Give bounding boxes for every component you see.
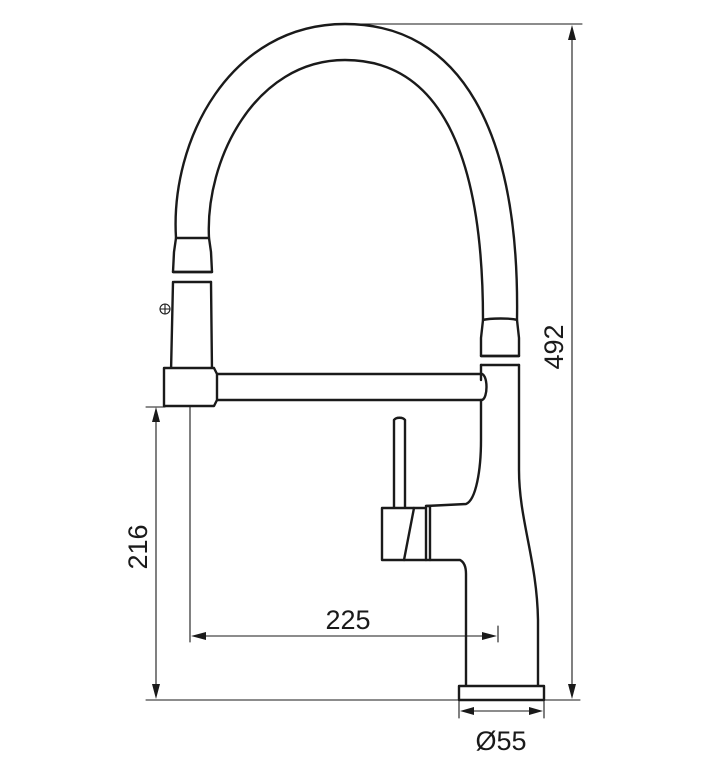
dim-total-height-label: 492 [539,324,569,369]
spray-holder [162,366,219,408]
faucet-body [479,363,540,688]
dim-spout-height-label: 216 [123,524,153,569]
body-lower-contour [428,558,468,688]
spout-hose-inner [207,58,485,322]
hose-collar-right [479,317,521,358]
arm-end-cap [480,372,488,402]
spray-button-icon [159,303,171,315]
dimension-lines [145,23,583,719]
lever-housing-side [402,506,416,562]
faucet-outline [159,22,546,702]
spray-head-body [169,280,214,374]
dim-spout-reach-label: 225 [325,605,370,635]
dim-base-diameter-label: Ø55 [475,726,526,756]
spray-head-collar [171,236,214,274]
faucet-base [457,684,546,702]
support-arm [212,372,484,402]
lever-housing [380,506,428,562]
spout-hose-outer [174,22,519,322]
body-left-contour [424,398,483,508]
lever-handle [392,416,407,510]
